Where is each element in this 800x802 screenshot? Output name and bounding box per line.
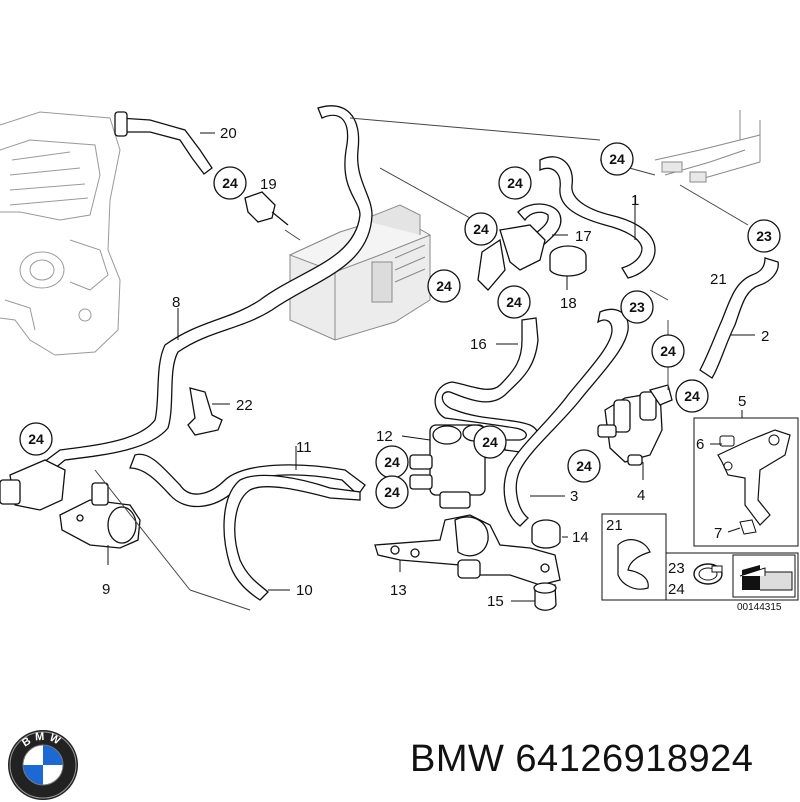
part-number-labels: 20 19 1 17 18 21 2 8 16 22 5 12 11 6 3 4… — [102, 125, 782, 613]
label-11: 11 — [296, 439, 312, 456]
valve-assembly — [374, 424, 561, 586]
label-13: 13 — [390, 582, 407, 599]
drawing-code: 00144315 — [737, 602, 782, 613]
small-parts — [187, 191, 587, 611]
callout-24: 24 — [427, 269, 461, 303]
body-frame — [654, 110, 761, 183]
callout-24: 24 — [464, 212, 498, 246]
heater-box — [288, 204, 432, 341]
svg-text:24: 24 — [436, 278, 452, 294]
svg-text:24: 24 — [384, 454, 400, 470]
svg-text:24: 24 — [222, 175, 238, 191]
label-14: 14 — [572, 529, 589, 546]
label-6: 6 — [696, 436, 704, 453]
callout-24: 24 — [375, 475, 409, 509]
label-2: 2 — [761, 328, 769, 345]
engine-outline — [0, 111, 121, 356]
svg-text:23: 23 — [629, 299, 645, 315]
label-16: 16 — [470, 336, 487, 353]
part-number-caption: BMW 64126918924 — [410, 738, 754, 780]
svg-text:24: 24 — [482, 434, 498, 450]
label-19: 19 — [260, 176, 277, 193]
svg-text:24: 24 — [660, 343, 676, 359]
legend-label-23: 23 — [668, 560, 685, 577]
label-21: 21 — [710, 271, 727, 288]
label-22: 22 — [236, 397, 253, 414]
label-4: 4 — [637, 487, 645, 504]
callout-24: 24 — [600, 142, 634, 176]
label-10: 10 — [296, 582, 313, 599]
label-18: 18 — [560, 295, 577, 312]
svg-text:24: 24 — [473, 221, 489, 237]
valve-4 — [597, 384, 673, 466]
label-7: 7 — [714, 525, 722, 542]
svg-text:24: 24 — [684, 388, 700, 404]
label-3: 3 — [570, 488, 578, 505]
legend-label-24: 24 — [668, 581, 685, 598]
callout-24: 24 — [213, 166, 247, 200]
callout-23: 23 — [747, 219, 781, 253]
circled-callouts: 24 24 24 24 24 24 23 23 24 24 24 24 24 2… — [19, 142, 781, 509]
label-20: 20 — [220, 125, 237, 142]
label-12: 12 — [376, 428, 393, 445]
svg-text:24: 24 — [507, 175, 523, 191]
pump-9 — [59, 482, 141, 549]
label-9: 9 — [102, 581, 110, 598]
svg-text:24: 24 — [609, 151, 625, 167]
callout-24: 24 — [375, 445, 409, 479]
bmw-logo: BMW — [8, 730, 78, 800]
legend-label-21: 21 — [606, 517, 623, 534]
callout-23: 23 — [620, 290, 654, 324]
svg-text:24: 24 — [576, 458, 592, 474]
hoses — [0, 105, 779, 601]
label-17: 17 — [575, 228, 592, 245]
inset-box-5 — [693, 417, 799, 547]
callout-24: 24 — [675, 379, 709, 413]
callout-24: 24 — [651, 334, 685, 368]
legend-boxes — [601, 513, 799, 601]
svg-text:24: 24 — [506, 294, 522, 310]
label-1: 1 — [631, 192, 639, 209]
label-5: 5 — [738, 393, 746, 410]
callout-24: 24 — [498, 166, 532, 200]
label-8: 8 — [172, 294, 180, 311]
leader-lines — [94, 117, 755, 611]
callout-24: 24 — [473, 425, 507, 459]
callout-24: 24 — [567, 449, 601, 483]
label-15: 15 — [487, 593, 504, 610]
callout-24: 24 — [19, 422, 53, 456]
svg-text:24: 24 — [384, 484, 400, 500]
svg-text:23: 23 — [756, 228, 772, 244]
callout-24: 24 — [497, 285, 531, 319]
svg-text:24: 24 — [28, 431, 44, 447]
